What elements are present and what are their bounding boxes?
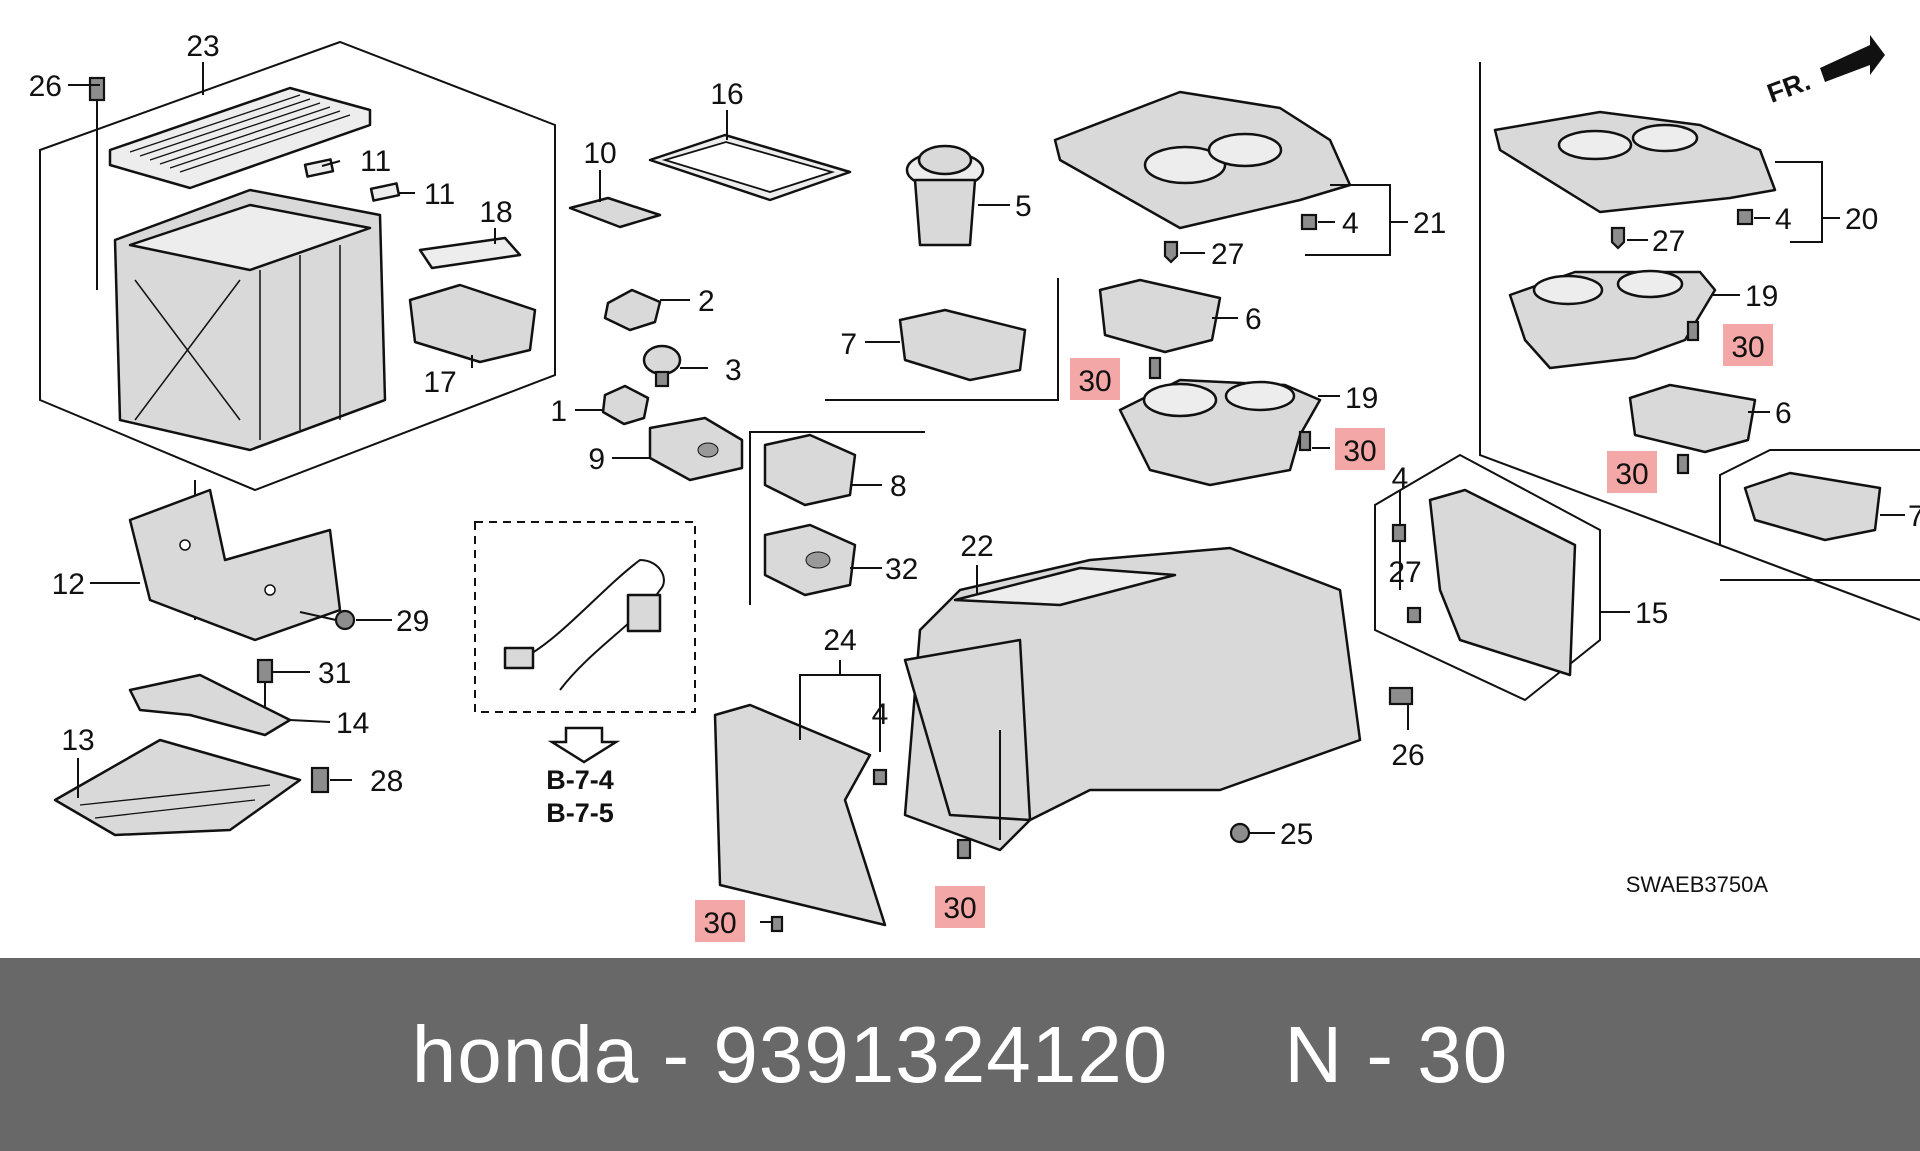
bracket-12	[90, 480, 392, 642]
footer-bar: honda - 9391324120 N - 30	[0, 958, 1920, 1151]
callout-12: 12	[52, 568, 85, 601]
callout-4d: 4	[1775, 203, 1792, 236]
center-console	[713, 90, 1414, 933]
callout-11a: 11	[360, 145, 391, 178]
callout-13: 13	[61, 724, 94, 757]
separator: -	[639, 1009, 714, 1099]
callout-21: 21	[1413, 207, 1446, 240]
callout-9: 9	[588, 443, 605, 476]
callout-1: 1	[550, 395, 567, 428]
callout-30f: 30	[1615, 458, 1648, 491]
callout-5: 5	[1015, 190, 1032, 223]
callout-16: 16	[710, 78, 743, 111]
callout-20: 20	[1845, 203, 1878, 236]
part-number: 9391324120	[713, 1009, 1169, 1099]
callout-6a: 6	[1245, 303, 1262, 336]
callout-30a: 30	[1078, 365, 1111, 398]
callout-30b: 30	[1343, 435, 1376, 468]
callout-15: 15	[1635, 597, 1668, 630]
ref-b-7-4[interactable]: B-7-4	[546, 765, 614, 795]
callout-30d: 30	[943, 892, 976, 925]
callout-8: 8	[890, 470, 907, 503]
callout-26b: 26	[1391, 739, 1424, 772]
parts-diagram: 26 23 11 11 18 17 12 29 31 14 13 28 10 1…	[29, 30, 1920, 942]
callout-3: 3	[725, 354, 742, 387]
callout-29: 29	[396, 605, 429, 638]
callout-18: 18	[479, 196, 512, 229]
panel-15	[1374, 453, 1630, 702]
brand-name: honda	[411, 1009, 640, 1099]
callout-27c: 27	[1652, 225, 1685, 258]
callout-23: 23	[186, 30, 219, 63]
bracket-13-14	[53, 658, 352, 837]
callout-4c: 4	[1392, 462, 1409, 495]
harness-group	[474, 521, 696, 764]
middle-parts	[568, 110, 1059, 605]
callout-26: 26	[29, 70, 62, 103]
callout-32: 32	[885, 553, 918, 586]
callout-11b: 11	[424, 178, 455, 211]
alt-panel-group	[1479, 35, 1920, 621]
callout-25: 25	[1280, 818, 1313, 851]
ref-b-7-5[interactable]: B-7-5	[546, 798, 614, 828]
position-label: N - 30	[1284, 1009, 1509, 1099]
highlight-boxes	[695, 324, 1773, 942]
console-box-group	[39, 40, 556, 492]
footer-gap	[1168, 1010, 1284, 1099]
callout-14: 14	[336, 707, 369, 740]
callout-2: 2	[698, 285, 715, 318]
callout-27b: 27	[1388, 556, 1421, 589]
callout-30c: 30	[703, 907, 736, 940]
callout-6b: 6	[1775, 397, 1792, 430]
callout-30e: 30	[1731, 331, 1764, 364]
front-marker: FR.	[1763, 66, 1814, 109]
callout-10: 10	[583, 137, 616, 170]
footer-caption: honda - 9391324120 N - 30	[412, 1009, 1508, 1101]
diagram-code: SWAEB3750A	[1626, 872, 1769, 897]
callout-31: 31	[318, 657, 351, 690]
callout-17: 17	[423, 366, 456, 399]
callout-4b: 4	[872, 698, 889, 731]
callout-19b: 19	[1745, 280, 1778, 313]
callout-4a: 4	[1342, 207, 1359, 240]
callout-22: 22	[960, 530, 993, 563]
callout-27a: 27	[1211, 238, 1244, 271]
callout-labels: 26 23 11 11 18 17 12 29 31 14 13 28 10 1…	[29, 30, 1920, 940]
callout-7: 7	[840, 328, 857, 361]
callout-24: 24	[823, 624, 856, 657]
callout-28: 28	[370, 765, 403, 798]
callout-19a: 19	[1345, 382, 1378, 415]
callout-7b: 7	[1908, 500, 1920, 533]
